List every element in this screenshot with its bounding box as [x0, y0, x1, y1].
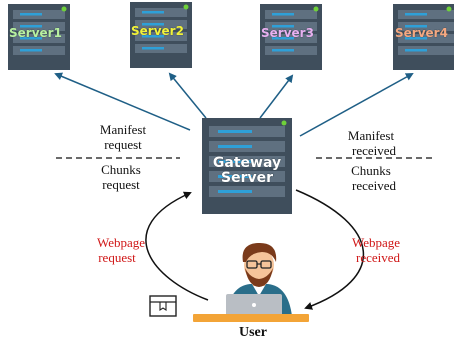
chunks-request-line1: Chunks [101, 162, 141, 177]
manifest-request-line2: request [104, 137, 142, 152]
gateway-label-line1: Gateway [213, 155, 281, 171]
server-3-label: Server3 [261, 26, 314, 40]
server-4-label: Server4 [395, 26, 448, 40]
chunks-request-line2: request [102, 177, 140, 192]
gateway-server: Gateway Server [202, 118, 292, 214]
server-3: Server3 [260, 4, 322, 70]
server-2: Server2 [130, 2, 192, 68]
chunks-received-line1: Chunks [351, 163, 391, 178]
server-2-label: Server2 [131, 24, 184, 38]
arrow-to-server-3 [259, 74, 294, 119]
arrow-to-server-1 [54, 72, 191, 131]
user-avatar-illustration [193, 242, 309, 322]
server-1-label: Server1 [9, 26, 62, 40]
webpage-request-arrow [145, 191, 209, 301]
server-1: Server1 [8, 4, 70, 70]
webpage-request-line2: request [98, 250, 136, 265]
arrow-to-server-4 [299, 73, 414, 137]
status-led [281, 120, 287, 126]
manifest-request-line1: Manifest [100, 122, 147, 137]
arrow-to-server-2 [168, 72, 207, 119]
webpage-received-line1: Webpage [352, 235, 400, 250]
webpage-request-line1: Webpage [97, 235, 145, 250]
user-hair [242, 242, 277, 262]
status-led [183, 4, 189, 10]
desk [193, 314, 309, 322]
user-face [244, 248, 274, 282]
server-4: Server4 [393, 4, 454, 70]
chunks-received-line2: received [352, 178, 397, 193]
manifest-received-line1: Manifest [348, 128, 395, 143]
status-led [61, 6, 67, 12]
status-led [313, 6, 319, 12]
manifest-received-line2: received [352, 143, 397, 158]
webpage-received-line2: received [356, 250, 401, 265]
status-led [446, 6, 452, 12]
user-label: User [239, 325, 267, 340]
package-icon [149, 295, 177, 317]
webpage-received-arrow [295, 189, 364, 310]
gateway-label-line2: Server [221, 170, 273, 186]
